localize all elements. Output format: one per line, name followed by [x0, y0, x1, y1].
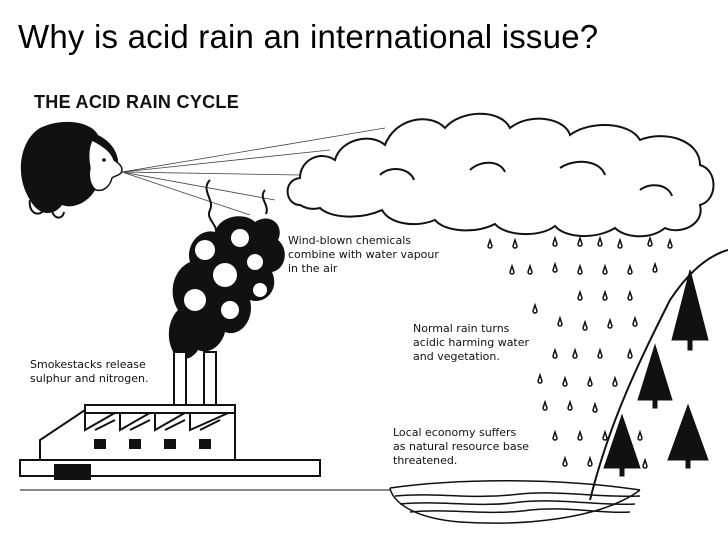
- economy-caption-line: threatened.: [393, 454, 458, 467]
- cloud-icon: [286, 112, 715, 238]
- hill-icon: [589, 249, 728, 501]
- factory-icon: [19, 404, 321, 480]
- smokestack-caption-line: sulphur and nitrogen.: [30, 372, 149, 385]
- wind-caption-line: in the air: [288, 262, 338, 275]
- wind-caption-line: Wind-blown chemicals: [288, 234, 411, 247]
- rain-caption-line: and vegetation.: [413, 350, 500, 363]
- wind-caption: Wind-blown chemicals combine with water …: [288, 234, 439, 276]
- smokestack-caption: Smokestacks release sulphur and nitrogen…: [30, 358, 148, 386]
- economy-caption-line: as natural resource base: [393, 440, 530, 453]
- smokestack-icon: [173, 351, 217, 411]
- wind-lines: [121, 127, 386, 216]
- slide-title: Why is acid rain an international issue?: [18, 18, 599, 55]
- water-icon: [389, 480, 641, 524]
- wind-face-icon: [20, 121, 123, 219]
- economy-caption-line: Local economy suffers: [393, 426, 517, 439]
- smokestack-caption-line: Smokestacks release: [30, 358, 146, 371]
- smoke-icon: [168, 179, 285, 360]
- rain-caption-line: Normal rain turns: [413, 322, 510, 335]
- tree-icon: [603, 269, 709, 477]
- wind-caption-line: combine with water vapour: [288, 248, 439, 261]
- raindrops-icon: [487, 235, 673, 469]
- economy-caption: Local economy suffers as natural resourc…: [393, 426, 529, 468]
- diagram-heading: THE ACID RAIN CYCLE: [34, 92, 240, 112]
- rain-caption: Normal rain turns acidic harming water a…: [413, 322, 529, 364]
- rain-caption-line: acidic harming water: [413, 336, 530, 349]
